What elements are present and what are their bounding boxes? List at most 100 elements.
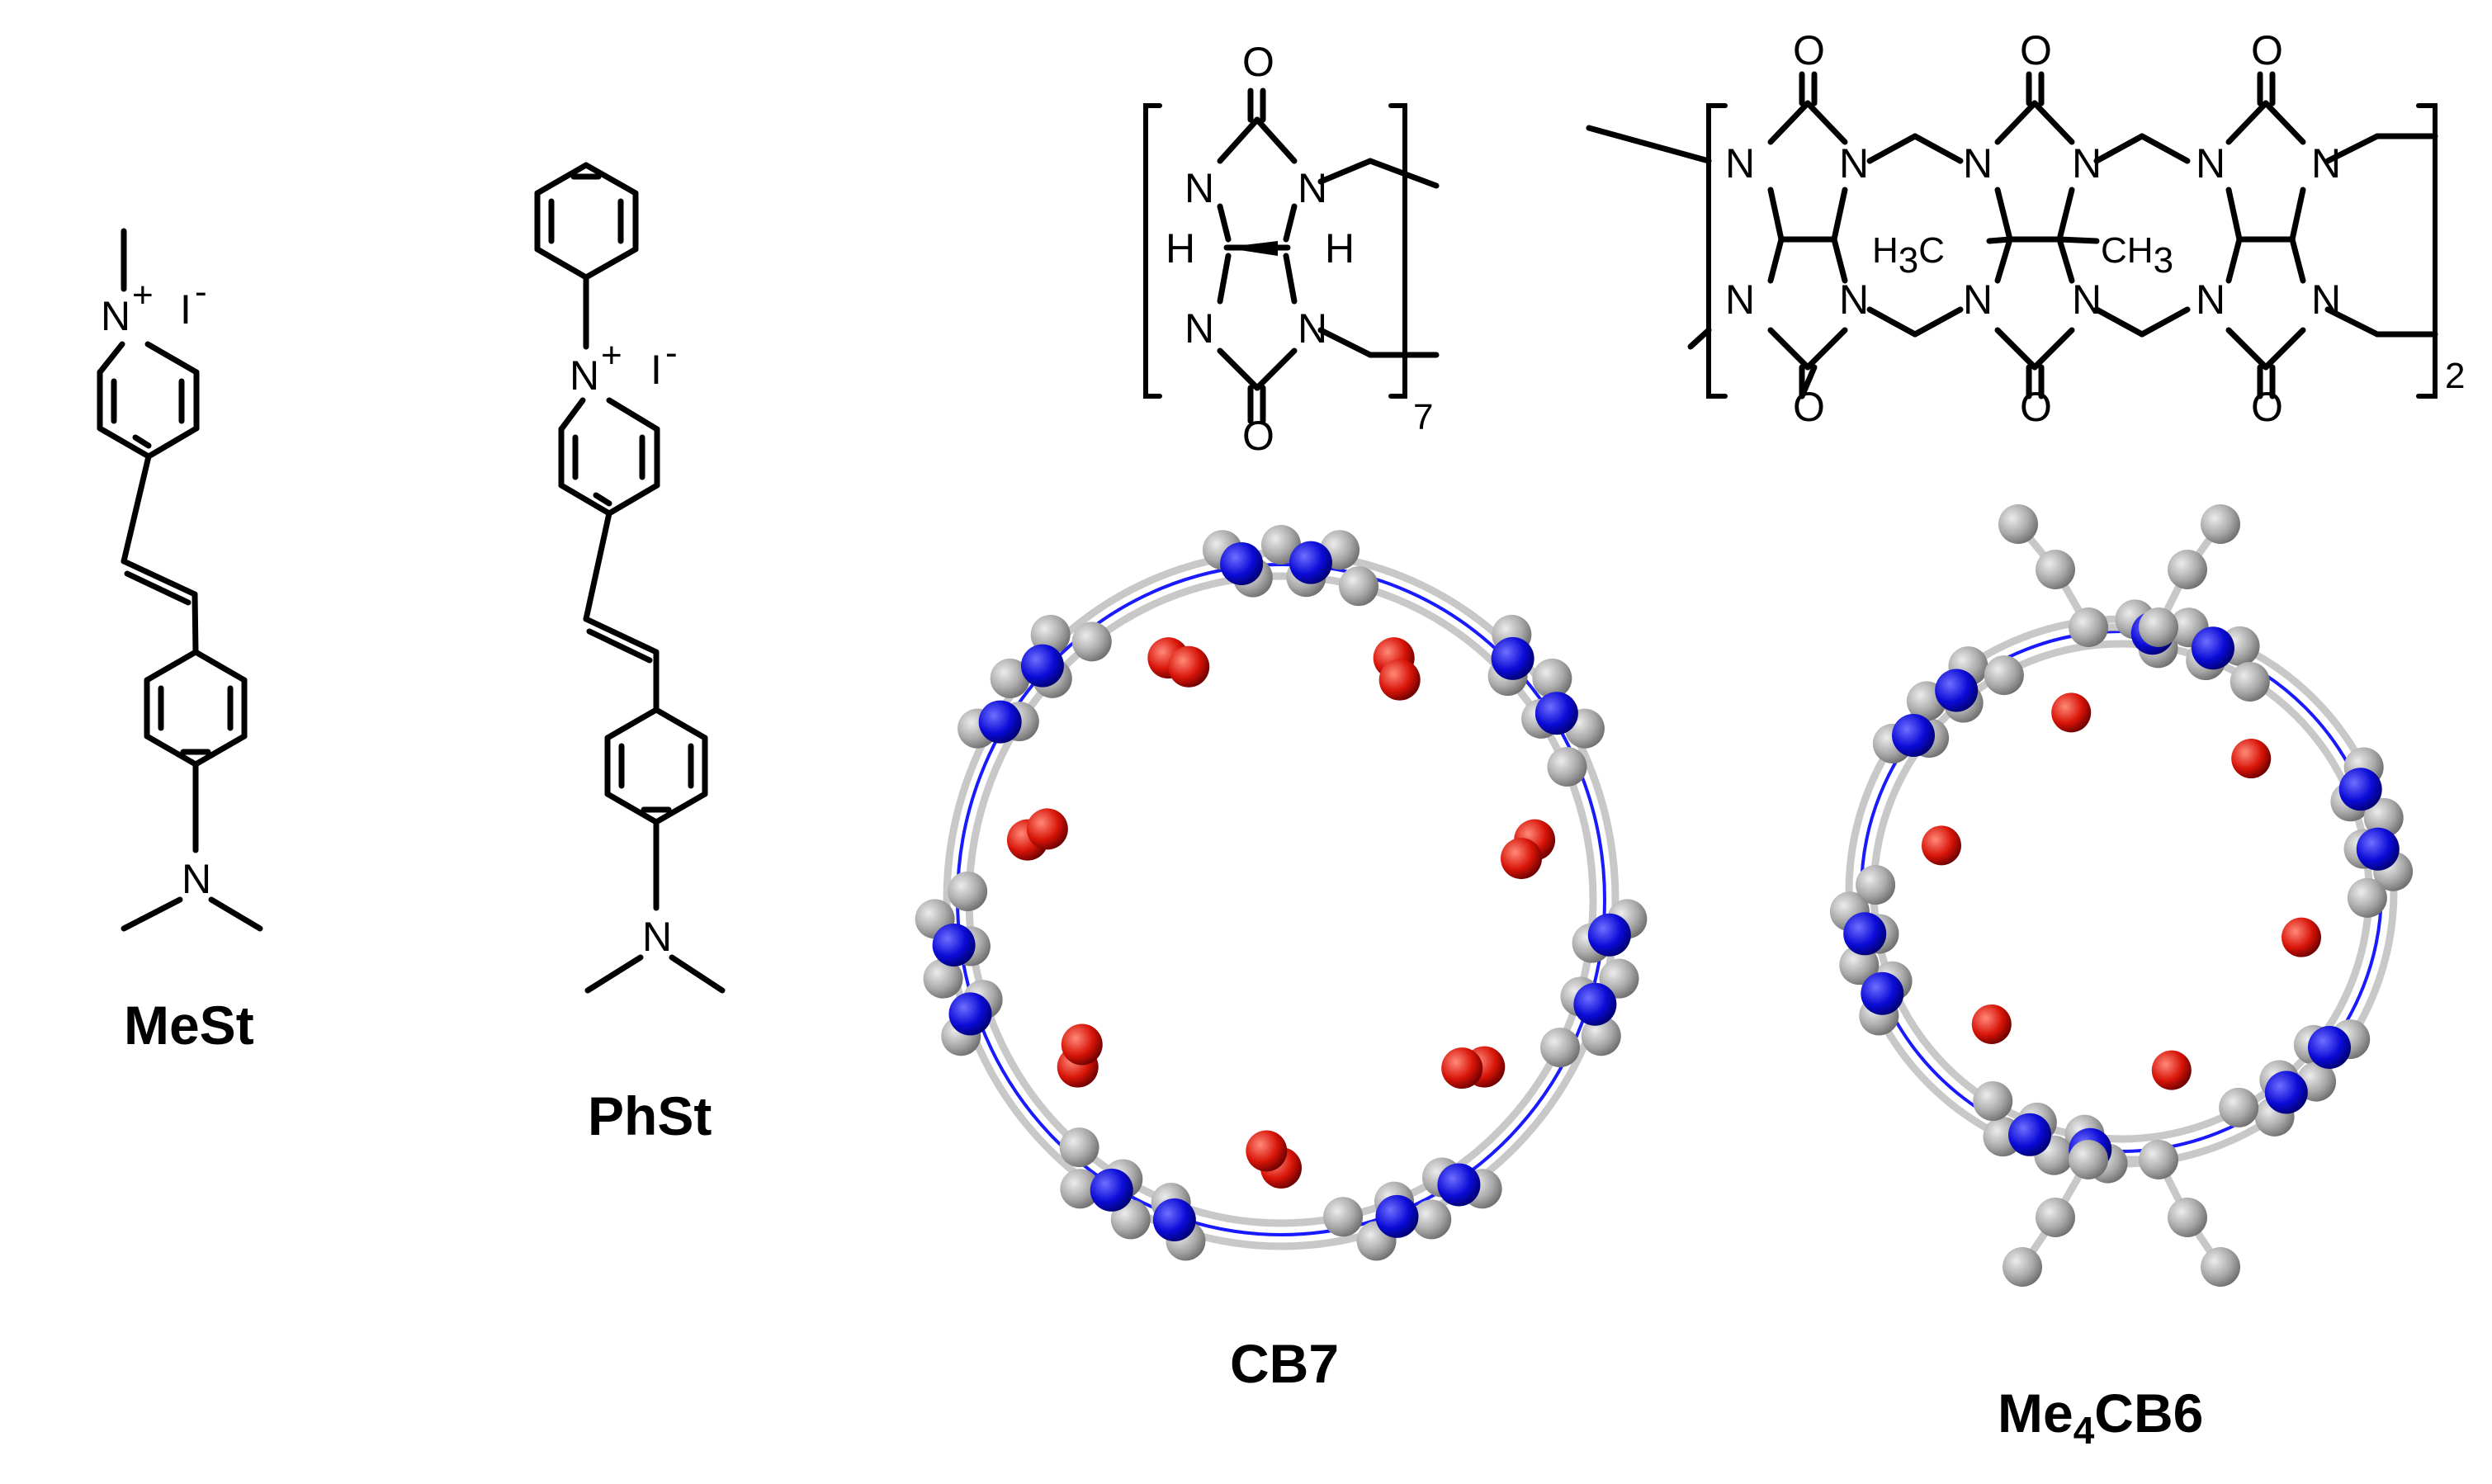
oxygen-atom xyxy=(1026,808,1068,850)
me4cb6-o2-bottom: O xyxy=(2020,384,2052,430)
phst-charge-plus: + xyxy=(601,335,622,376)
carbon-atom xyxy=(1532,658,1572,698)
nitrogen-atom xyxy=(932,923,976,966)
carbon-atom xyxy=(2201,1247,2240,1287)
nitrogen-atom xyxy=(1152,1198,1196,1242)
me4cb6-o1-top: O xyxy=(1793,27,1825,73)
nitrogen-atom xyxy=(2191,626,2234,670)
nitrogen-atom xyxy=(1437,1163,1481,1207)
cb7-o-bottom: O xyxy=(1242,413,1274,459)
carbon-atom xyxy=(1060,1169,1100,1209)
mest-charge-plus: + xyxy=(132,275,154,315)
cb7-h1: H xyxy=(1166,225,1195,272)
nitrogen-atom xyxy=(2008,1113,2052,1156)
nitrogen-atom xyxy=(1892,713,1936,757)
carbon-atom xyxy=(923,958,963,999)
me4cb6-atoms xyxy=(1829,504,2414,1287)
cb7-n2: N xyxy=(1298,165,1327,211)
me4cb6-n5: N xyxy=(2196,140,2225,187)
carbon-atom xyxy=(2168,1198,2207,1237)
carbon-atom xyxy=(1540,1028,1581,1068)
oxygen-atom xyxy=(1061,1023,1103,1066)
nitrogen-atom xyxy=(1587,913,1631,957)
cb7-repeat-subscript: 7 xyxy=(1413,397,1433,437)
nitrogen-atom xyxy=(2338,768,2382,811)
nitrogen-atom xyxy=(1090,1168,1133,1212)
carbon-atom xyxy=(2069,607,2108,647)
phst-n-plus-atom: N xyxy=(570,352,599,399)
nitrogen-atom xyxy=(948,992,992,1036)
me4cb6-n4: N xyxy=(2072,140,2102,187)
carbon-atom xyxy=(990,658,1030,698)
carbon-atom xyxy=(1581,1016,1621,1056)
me4cb6-formula: O O O N N N N N N H3C CH3 N N N N N N O … xyxy=(1586,27,2465,430)
mest-amine-n: N xyxy=(182,856,211,902)
phst-iodide-charge: - xyxy=(665,333,678,373)
cb7-ball-and-stick-model xyxy=(915,525,1648,1261)
cb7-formula: O N N H H N N O 7 xyxy=(1143,39,1440,459)
oxygen-atom xyxy=(2051,692,2092,733)
carbon-atom xyxy=(1059,1127,1099,1168)
oxygen-atom xyxy=(2231,739,2272,779)
mest-iodide: I xyxy=(180,286,192,333)
nitrogen-atom xyxy=(1289,541,1332,584)
me4cb6-n9: N xyxy=(1963,276,1993,323)
carbon-atom xyxy=(1984,655,2024,696)
oxygen-atom xyxy=(1246,1130,1288,1172)
nitrogen-atom xyxy=(1843,912,1887,956)
nitrogen-atom xyxy=(1020,644,1064,688)
me4cb6-n7: N xyxy=(1725,276,1755,323)
carbon-atom xyxy=(1839,945,1880,985)
oxygen-atom xyxy=(2282,917,2322,957)
mest-iodide-charge: - xyxy=(195,272,207,312)
carbon-atom xyxy=(1339,566,1379,607)
oxygen-atom xyxy=(1921,825,1961,866)
cb7-atoms xyxy=(915,525,1648,1261)
me4cb6-n12: N xyxy=(2311,276,2341,323)
me4cb6-ch3-label: CH3 xyxy=(2101,230,2173,281)
cb7-n1: N xyxy=(1185,165,1214,211)
oxygen-atom xyxy=(1378,659,1421,701)
carbon-atom xyxy=(1973,1081,2013,1122)
nitrogen-atom xyxy=(978,700,1022,744)
me4cb6-n6: N xyxy=(2311,140,2341,187)
carbon-atom xyxy=(2036,1198,2075,1237)
carbon-atom xyxy=(948,871,988,911)
me4cb6-repeat-subscript: 2 xyxy=(2445,356,2465,396)
carbon-atom xyxy=(1412,1199,1452,1240)
me4cb6-o1-bottom: O xyxy=(1793,384,1825,430)
me4cb6-h3c-label: H3C xyxy=(1872,230,1945,281)
me4cb6-n8: N xyxy=(1839,276,1869,323)
cb7-h2: H xyxy=(1325,225,1355,272)
carbon-atom xyxy=(1323,1197,1364,1237)
carbon-atom xyxy=(2139,607,2178,647)
mest-structure: N + I - N MeSt xyxy=(97,228,263,1056)
nitrogen-atom xyxy=(2356,827,2400,871)
me4cb6-n3: N xyxy=(1963,140,1993,187)
me4cb6-label: Me4CB6 xyxy=(1998,1382,2203,1452)
phst-amine-n: N xyxy=(642,914,672,960)
phst-label: PhSt xyxy=(588,1085,712,1146)
me4cb6-n10: N xyxy=(2072,276,2102,323)
carbon-atom xyxy=(1998,504,2038,544)
carbon-atom xyxy=(2347,877,2387,918)
cb7-n4: N xyxy=(1298,305,1327,352)
carbon-atom xyxy=(2201,504,2240,544)
cb7-o-top: O xyxy=(1242,39,1274,85)
carbon-atom xyxy=(2230,661,2270,702)
cb7-n3: N xyxy=(1185,305,1214,352)
carbon-atom xyxy=(1071,621,1112,662)
me4cb6-o3-bottom: O xyxy=(2251,384,2283,430)
nitrogen-atom xyxy=(1220,541,1264,585)
carbon-atom xyxy=(2036,550,2075,589)
nitrogen-atom xyxy=(2307,1026,2351,1070)
phst-structure: N + I - N PhSt xyxy=(534,162,726,1146)
nitrogen-atom xyxy=(1861,971,1904,1015)
me4cb6-o3-top: O xyxy=(2251,27,2283,73)
carbon-atom xyxy=(2219,1087,2259,1127)
nitrogen-atom xyxy=(1491,636,1534,680)
nitrogen-atom xyxy=(1375,1194,1419,1238)
phst-iodide: I xyxy=(650,347,662,393)
